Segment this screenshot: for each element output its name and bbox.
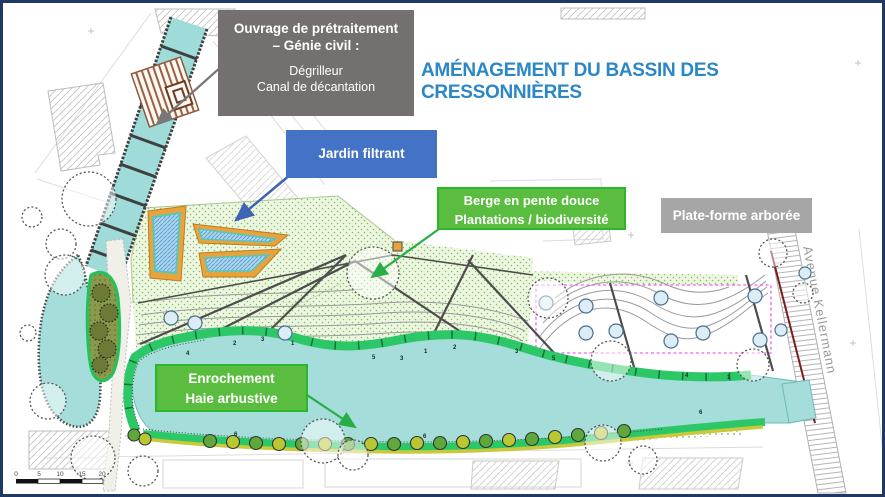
svg-text:10: 10 xyxy=(56,471,64,478)
berm-segment-numbers: 4 2 3 1 5 3 1 2 3 5 4 1 6 6 6 xyxy=(186,337,731,440)
callout-pretreatment-heading1: Ouvrage de prétraitement xyxy=(233,21,399,36)
svg-text:15: 15 xyxy=(78,471,86,478)
callout-pretreatment-item1: Dégrilleur xyxy=(289,64,343,78)
svg-text:3: 3 xyxy=(400,356,404,362)
page-title: AMÉNAGEMENT DU BASSIN DES CRESSONNIÈRES xyxy=(421,60,719,103)
svg-text:3: 3 xyxy=(261,337,265,343)
platform-outline-dashed xyxy=(535,284,772,354)
scale-bar: 0 5 10 15 20 xyxy=(14,471,106,484)
bottom-hedge-yellow xyxy=(144,425,764,454)
callout-pretreatment: Ouvrage de prétraitement – Génie civil :… xyxy=(218,10,414,116)
leader-pretreatment xyxy=(155,65,223,126)
svg-text:0: 0 xyxy=(14,471,18,478)
leader-berge xyxy=(370,228,440,279)
leader-jardin xyxy=(234,174,291,222)
olive-grove xyxy=(85,238,132,492)
svg-text:6: 6 xyxy=(234,432,238,438)
top-bank-green xyxy=(123,326,752,433)
platform-small-trees xyxy=(163,266,812,349)
scale-labels: 0 5 10 15 20 xyxy=(14,471,106,478)
svg-text:4: 4 xyxy=(685,373,689,379)
callout-pretreatment-item2: Canal de décantation xyxy=(256,80,376,94)
outlet-structure xyxy=(392,241,403,252)
svg-text:1: 1 xyxy=(727,375,731,381)
callout-enrochement-line1: Enrochement xyxy=(188,371,275,386)
callout-enrochement-line2: Haie arbustive xyxy=(185,391,278,406)
degrilleur-grate xyxy=(130,56,200,128)
callout-berge-line1: Berge en pente douce xyxy=(463,193,600,208)
leader-enrochement xyxy=(306,394,357,429)
svg-text:20: 20 xyxy=(98,471,106,478)
basin-east-tip xyxy=(781,379,817,424)
jardin-filtrant-basins xyxy=(147,205,403,282)
svg-text:6: 6 xyxy=(423,434,427,440)
svg-text:4: 4 xyxy=(186,351,190,357)
svg-text:2: 2 xyxy=(453,345,457,351)
svg-text:2: 2 xyxy=(233,341,237,347)
svg-text:5: 5 xyxy=(552,356,556,362)
site-plan-drawing: Avenue Kellermann xyxy=(14,7,882,494)
svg-text:5: 5 xyxy=(37,471,41,478)
leader-arrows xyxy=(155,65,440,429)
svg-text:1: 1 xyxy=(291,341,295,347)
callout-berge: Berge en pente douce Plantations / biodi… xyxy=(437,187,626,230)
svg-text:3: 3 xyxy=(515,349,519,355)
platform-area xyxy=(518,271,772,354)
svg-text:6: 6 xyxy=(699,410,703,416)
callout-plateforme: Plate-forme arborée xyxy=(661,198,812,233)
callout-enrochement: Enrochement Haie arbustive xyxy=(155,364,308,412)
callout-jardin-filtrant: Jardin filtrant xyxy=(286,130,437,178)
callout-pretreatment-heading2: – Génie civil : xyxy=(272,38,360,53)
existing-trees xyxy=(19,171,814,487)
svg-text:1: 1 xyxy=(424,349,428,355)
callout-berge-line2: Plantations / biodiversité xyxy=(454,212,609,227)
svg-text:5: 5 xyxy=(372,355,376,361)
grove-trees xyxy=(89,283,119,374)
